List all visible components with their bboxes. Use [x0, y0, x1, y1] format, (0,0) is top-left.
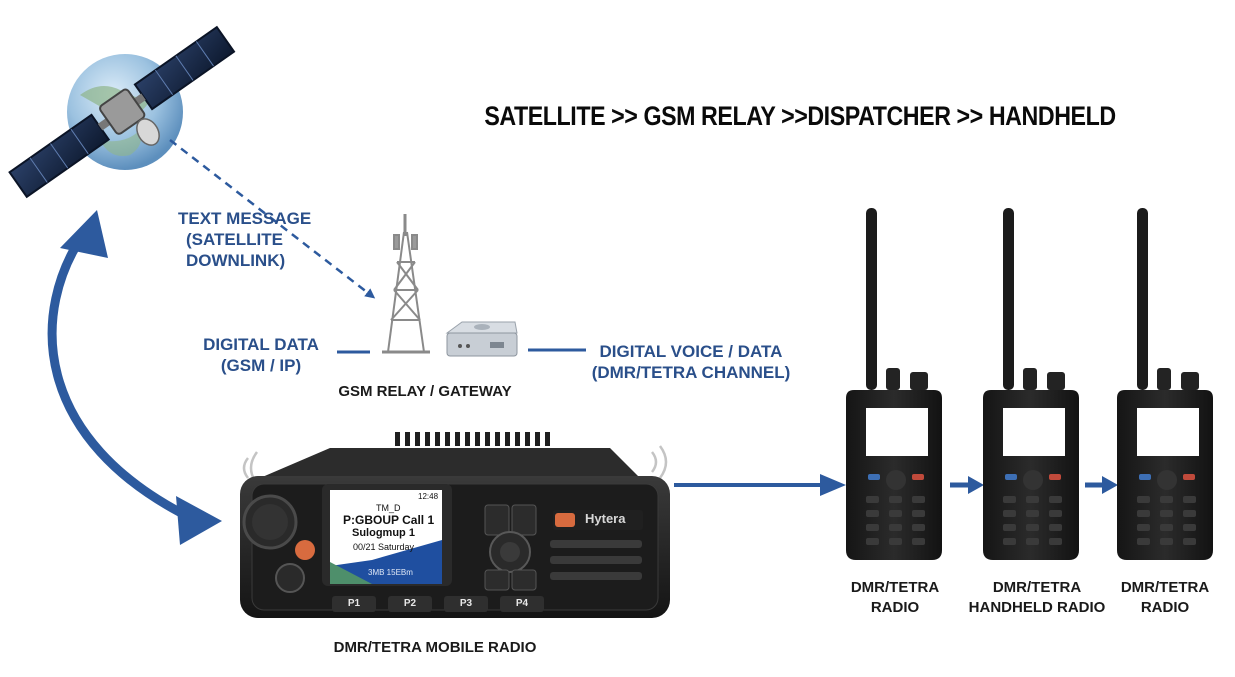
- screen-line-2: P:GBOUP Call 1: [343, 513, 435, 527]
- screen-line-5: 3MB 15EBm: [368, 568, 413, 577]
- gateway-icon: [445, 321, 518, 357]
- screen-time: 12:48: [418, 492, 439, 501]
- handheld-radio-icon: [1117, 208, 1213, 560]
- label-radio-left: DMR/TETRA RADIO: [840, 578, 950, 618]
- downlink-dashed-arrow: [169, 139, 376, 299]
- label-digital-voice: DIGITAL VOICE / DATA (DMR/TETRA CHANNEL): [586, 341, 796, 383]
- label-line: RADIO: [1140, 599, 1190, 616]
- label-radio-right: DMR/TETRA RADIO: [1110, 578, 1220, 618]
- label-mobile-radio: DMR/TETRA MOBILE RADIO: [333, 639, 537, 656]
- label-line: HANDHELD RADIO: [968, 599, 1106, 616]
- function-key-p3: P3: [459, 598, 473, 609]
- screen-line-1: TM_D: [376, 503, 401, 513]
- label-line: DMR/TETRA: [1120, 579, 1210, 596]
- label-line: (GSM / IP): [220, 356, 302, 375]
- mobile-radio-icon: [240, 432, 670, 618]
- handheld-arrow-1-head: [968, 476, 984, 494]
- handheld-radio-icon: [983, 208, 1079, 560]
- function-key-p2: P2: [403, 598, 417, 609]
- label-digital-data: DIGITAL DATA (GSM / IP): [196, 334, 326, 376]
- satellite-link-arrow: [47, 210, 222, 545]
- satellite-icon: [8, 25, 236, 199]
- label-text-message: TEXT MESSAGE (SATELLITE DOWNLINK): [168, 208, 348, 271]
- function-key-p1: P1: [347, 598, 361, 609]
- label-gsm-relay: GSM RELAY / GATEWAY: [338, 383, 512, 400]
- diagram-title: SATELLITE >> GSM RELAY >>DISPATCHER >> H…: [484, 101, 1116, 131]
- label-line: TEXT MESSAGE: [178, 209, 312, 228]
- label-line: RADIO: [870, 599, 920, 616]
- function-key-p4: P4: [515, 598, 529, 609]
- label-line: (DMR/TETRA CHANNEL): [591, 363, 791, 382]
- cell-tower-icon: [382, 214, 430, 354]
- label-line: (SATELLITE: [186, 230, 283, 249]
- screen-line-4: 00/21 Saturday: [353, 542, 415, 552]
- handheld-arrow-2-head: [1102, 476, 1118, 494]
- label-line: DOWNLINK): [186, 251, 286, 270]
- dispatch-arrow-head: [820, 474, 846, 496]
- label-line: DMR/TETRA: [992, 579, 1082, 596]
- brand-logo: Hytera: [585, 511, 626, 526]
- label-line: DIGITAL DATA: [203, 335, 319, 354]
- screen-line-3: Sulogmup 1: [352, 527, 415, 539]
- label-line: DIGITAL VOICE / DATA: [599, 342, 783, 361]
- label-line: DMR/TETRA: [850, 579, 940, 596]
- label-radio-mid: DMR/TETRA HANDHELD RADIO: [962, 578, 1112, 618]
- handheld-radio-icon: [846, 208, 942, 560]
